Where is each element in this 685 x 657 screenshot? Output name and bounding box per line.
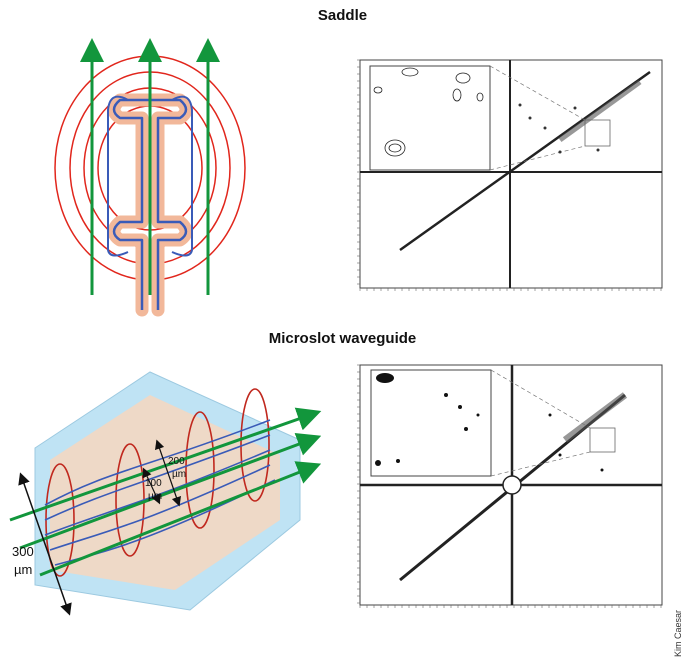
microslot-diagram: 300 µm 200 µm 100 µm (9, 371, 322, 616)
dim-200-arrow (155, 439, 181, 507)
dim-200-value: 200 (168, 456, 185, 467)
saddle-b1-arrows (80, 38, 220, 295)
dim-300-value: 300 (12, 544, 34, 559)
spectrum-inset-bottom (370, 369, 492, 477)
dim-100-value: 100 (145, 478, 162, 489)
spectrum-inset-top (369, 65, 491, 171)
photo-credit: Kim Caesar (673, 610, 683, 657)
zoom-box-top (584, 119, 611, 147)
figure-canvas: 300 µm 200 µm 100 µm (9, 38, 663, 616)
saddle-coil-diagram (54, 38, 246, 317)
spectrum-ticks-top (357, 59, 662, 291)
saddle-coil-right-loop (171, 95, 193, 257)
saddle-coil-left-loop (107, 95, 129, 257)
dim-300-unit: µm (14, 562, 32, 577)
microslot-title: Microslot waveguide (268, 330, 417, 347)
dim-100-arrow (142, 467, 161, 505)
saddle-title: Saddle (317, 7, 368, 24)
zoom-box-bottom (589, 427, 616, 453)
microslot-spectrum (357, 364, 663, 608)
saddle-spectrum (357, 59, 663, 291)
dim-300-arrow (18, 472, 72, 616)
spectrum-ticks-bottom (357, 364, 662, 608)
dim-200-unit: µm (172, 469, 186, 480)
dim-100-unit: µm (148, 491, 162, 502)
